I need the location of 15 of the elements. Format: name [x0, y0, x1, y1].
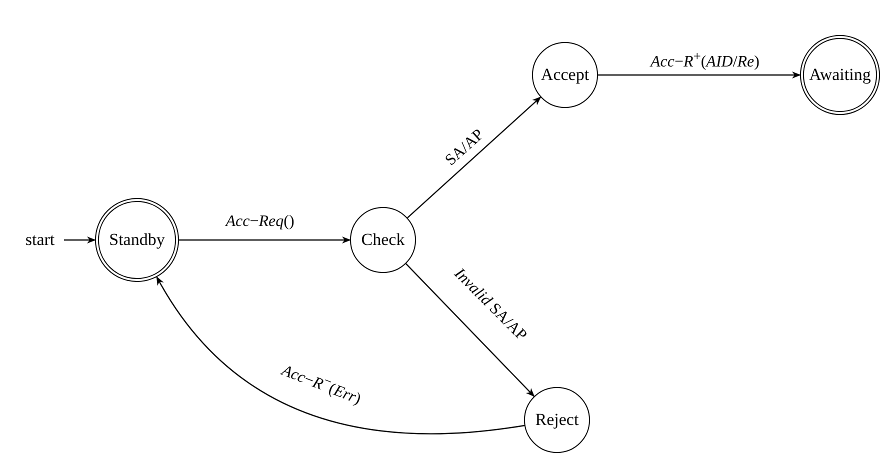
edge-label: Acc−Req() — [226, 213, 294, 231]
state-name: Accept — [540, 65, 590, 85]
arrow — [64, 236, 96, 244]
start-label: start — [25, 230, 55, 250]
edge-label: Acc−R$^{−}$(Err) — [278, 361, 364, 409]
state-name: Awaiting — [809, 65, 871, 85]
arrow — [598, 71, 801, 79]
arrow — [407, 96, 542, 218]
arrow — [156, 276, 525, 434]
arrow — [406, 263, 535, 397]
state-name: Check — [361, 230, 405, 250]
arrow — [179, 236, 351, 244]
edge-label: Acc−R$^{+}$(AID/Re) — [650, 48, 760, 72]
state-name: Reject — [535, 410, 579, 430]
state-name: Standby — [109, 230, 165, 250]
